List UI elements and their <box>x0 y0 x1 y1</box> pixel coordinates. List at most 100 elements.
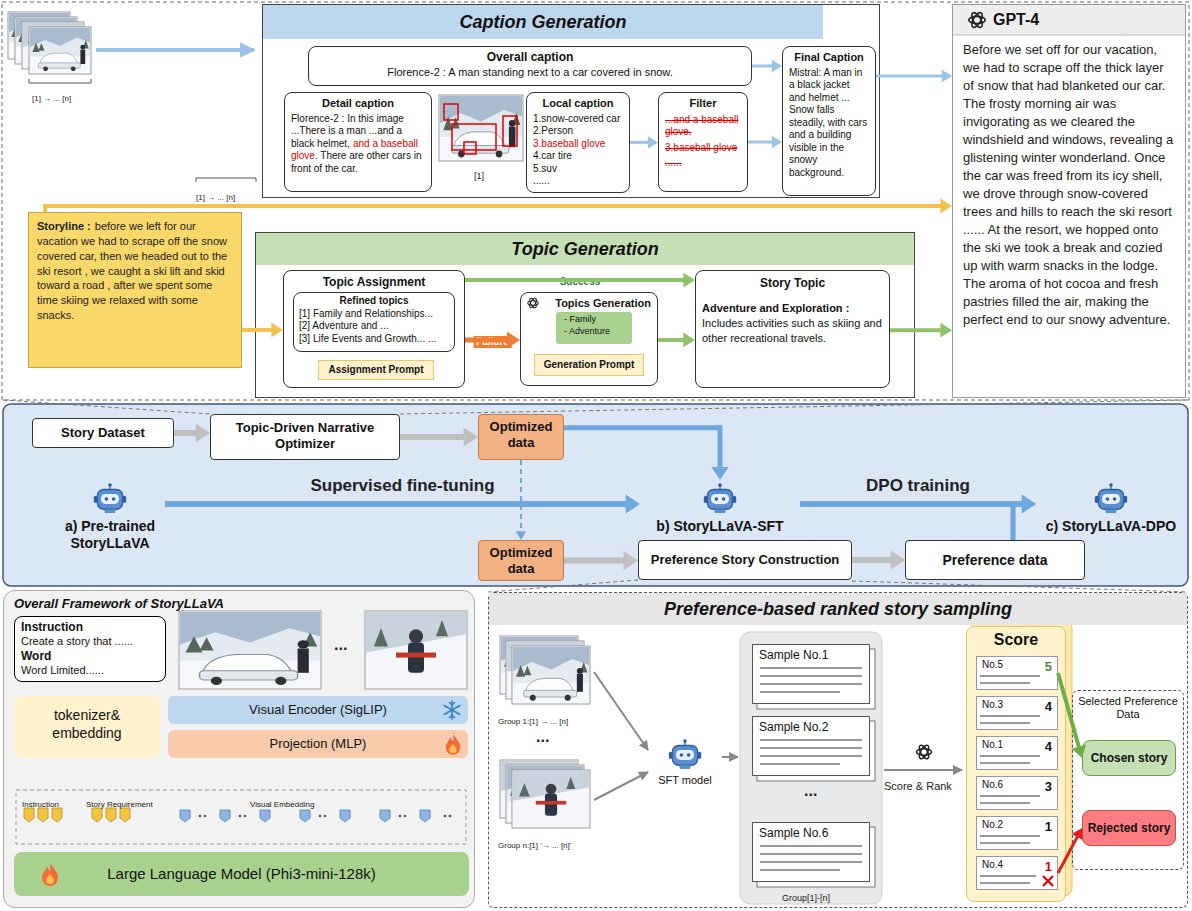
process-box: Topics Generation- Family- AdventureGene… <box>520 292 658 386</box>
gpt-logo <box>969 11 986 29</box>
storyline-box: Storyline :before we left for our vacati… <box>28 212 242 368</box>
caption-box: Final CaptionMistral: A man in a black j… <box>782 46 876 196</box>
connector <box>800 494 1036 513</box>
arrowhead <box>626 494 640 513</box>
connector <box>465 273 695 288</box>
llm-box: Large Language Model (Phi3-mini-128k) <box>14 852 469 896</box>
label-holder: ... <box>804 782 817 800</box>
connector <box>658 333 695 348</box>
label-holder: ... <box>334 636 347 654</box>
caption-box-title: Overall caption <box>315 50 745 64</box>
edge-label: DPO training <box>863 476 973 496</box>
sample-box-title: Sample No.6 <box>759 826 863 840</box>
edge-label-holder: Supervised fine-tuning <box>307 476 497 496</box>
data-box: Story Dataset <box>32 418 174 448</box>
topic-chip-text: - Adventure <box>564 326 624 338</box>
connector <box>242 323 283 338</box>
connector <box>564 428 729 480</box>
projection-box: Projection (MLP) <box>168 730 468 758</box>
flow-arrow <box>594 672 648 750</box>
connector-line <box>748 141 774 144</box>
arrowhead <box>940 199 952 214</box>
score-entry: No.55 <box>976 656 1058 690</box>
connector <box>400 427 478 446</box>
arrowhead <box>507 331 520 348</box>
score-entry: No.34 <box>976 696 1058 730</box>
label-holder: Group[1]-[n] <box>782 887 830 905</box>
connector <box>890 323 952 338</box>
model-title: b) StoryLLaVA-SFT <box>640 518 800 535</box>
flow-arrow <box>722 756 738 758</box>
chosen-box: Chosen story <box>1082 740 1176 776</box>
instruction-box-title: Instruction <box>21 620 159 635</box>
score-entry: No.21 <box>976 816 1058 850</box>
data-box: Optimized data <box>478 414 564 460</box>
label-holder: Group 1:[1] → ... [n] <box>498 710 568 728</box>
connector-line <box>876 75 944 78</box>
sample-box-title: Sample No.2 <box>759 720 863 734</box>
connector-line <box>852 557 893 563</box>
arrowhead <box>891 550 905 569</box>
robot-icon <box>704 483 736 513</box>
flow-arrow <box>884 769 962 771</box>
caption-box-title: Final Caption <box>789 51 869 65</box>
flow-arrow <box>96 48 254 52</box>
instruction-box-text: Create a story that ...... <box>21 635 159 649</box>
process-box: Topic-Driven Narrative Optimizer <box>210 414 400 460</box>
robot-icon <box>1095 483 1127 513</box>
score-entry-text: 3 <box>1045 779 1052 794</box>
panel: Caption GenerationOverall captionFlorenc… <box>262 4 880 198</box>
topic-list-text: [3] Life Events and Growth... ... <box>299 333 449 346</box>
connector-line <box>520 460 522 533</box>
zoom-line <box>400 400 1188 414</box>
label: Visual Embedding <box>250 800 314 809</box>
connector <box>516 460 526 540</box>
divider <box>953 35 1185 36</box>
zoom-line <box>852 581 1188 592</box>
connector <box>564 551 638 570</box>
score-entry-title: No.1 <box>982 739 1003 750</box>
panel-title: Topic Generation <box>256 233 914 265</box>
prompt-tag-title: Generation Prompt <box>535 355 643 375</box>
output-box-text: Before we set off for our vacation, we h… <box>953 35 1185 335</box>
connector <box>630 136 658 149</box>
score-entry-text: 5 <box>1045 659 1052 674</box>
data-box: Optimized data <box>478 540 564 581</box>
arrowhead <box>516 531 526 540</box>
image-group <box>500 760 590 828</box>
connector <box>1013 496 1036 541</box>
connector-line <box>400 434 466 440</box>
score-entry-title: No.3 <box>982 699 1003 710</box>
label: [1] <box>474 171 484 181</box>
sample-box-title: Sample No.1 <box>759 648 863 662</box>
score-entry-title: No.6 <box>982 779 1003 790</box>
caption-box: Local caption1.snow-covered car2.Person3… <box>526 92 630 193</box>
arrowhead <box>1072 828 1083 840</box>
arrowhead <box>464 427 478 446</box>
process-box-text: Includes activities such as skiing and o… <box>702 316 883 346</box>
zoom-line <box>3 400 210 414</box>
score-entry-text: 1 <box>1045 859 1052 874</box>
chosen-box-title: Chosen story <box>1083 741 1175 775</box>
caption-box-text: 5.suv <box>533 163 623 176</box>
score-panel: ScoreNo.55No.34No.14No.63No.21No.41 <box>966 626 1066 902</box>
process-box-title: tokenizer& embedding <box>20 706 154 742</box>
arrowhead <box>1022 494 1036 513</box>
caption-box: Overall captionFlorence-2 : A man standi… <box>308 46 752 86</box>
llm-box-title: Large Language Model (Phi3-mini-128k) <box>14 852 469 896</box>
instruction-box-text: Word <box>21 649 159 664</box>
connector-line <box>890 328 943 332</box>
connector <box>748 136 782 149</box>
arrowhead <box>624 551 638 570</box>
score-panel-title: Score <box>967 627 1065 649</box>
process-box-title: Preference Story Construction <box>643 550 847 570</box>
sample-box: Sample No.1 <box>752 644 870 704</box>
topic-list-title: Refined topics <box>299 295 449 308</box>
data-box: Preference data <box>905 540 1085 580</box>
photo-stack <box>8 12 91 83</box>
label-holder: Visual Embedding <box>250 793 314 811</box>
arrowhead <box>772 60 782 73</box>
process-box-title: Topic-Driven Narrative Optimizer <box>216 420 394 453</box>
flow-arrow <box>594 772 648 800</box>
